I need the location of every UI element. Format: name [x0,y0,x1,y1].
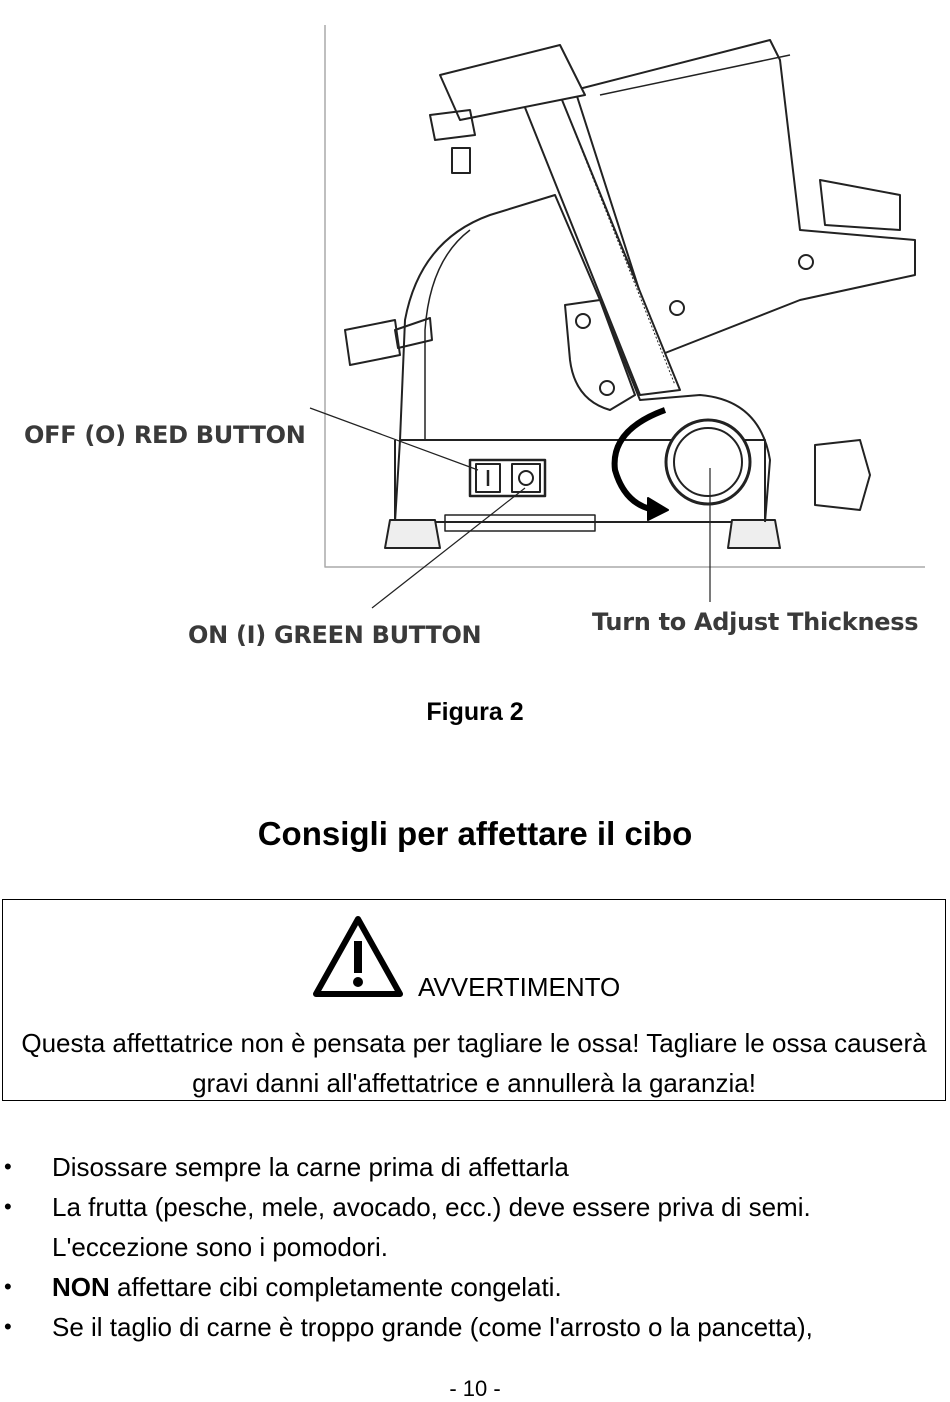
warning-box: AVVERTIMENTO Questa affettatrice non è p… [2,899,946,1101]
warning-heading: AVVERTIMENTO [418,972,621,1002]
warning-text: Questa affettatrice non è pensata per ta… [21,1028,927,1098]
tip-emphasis: NON [52,1272,110,1302]
tip-text: Disossare sempre la carne prima di affet… [52,1152,569,1182]
off-button-label: OFF (O) RED BUTTON [24,421,306,449]
top-handle [439,44,586,121]
leader-off [309,407,479,471]
tip-text: La frutta (pesche, mele, avocado, ecc.) … [52,1192,811,1262]
figure-frame [324,25,925,568]
thickness-label: Turn to Adjust Thickness [592,608,919,636]
list-item: La frutta (pesche, mele, avocado, ecc.) … [0,1187,950,1267]
leader-on [371,487,526,609]
side-knob-right [814,439,871,511]
carriage [574,39,916,356]
side-knob-left [344,319,401,366]
slicing-tips-list: Disossare sempre la carne prima di affet… [0,1147,950,1347]
slicer-illustration [309,25,925,609]
list-item: NON affettare cibi completamente congela… [0,1267,950,1307]
list-item: Disossare sempre la carne prima di affet… [0,1147,950,1187]
warning-triangle-icon [313,916,403,997]
list-item: Se il taglio di carne è troppo grande (c… [0,1307,950,1347]
slicer-figure: OFF (O) RED BUTTON ON (I) GREEN BUTTON T… [0,0,950,680]
foot-left [384,519,441,549]
thickness-knob [664,418,752,506]
tip-text: affettare cibi completamente congelati. [109,1272,562,1302]
foot-right [727,519,781,549]
switch-panel [468,458,547,498]
figure-caption: Figura 2 [426,698,524,726]
page-number: - 10 - [449,1376,501,1401]
section-title: Consigli per affettare il cibo [257,815,693,852]
on-button-label: ON (I) GREEN BUTTON [188,621,482,649]
slicer-body [399,194,771,523]
rotation-arrow [611,407,667,513]
tip-text: Se il taglio di carne è troppo grande (c… [52,1312,813,1342]
